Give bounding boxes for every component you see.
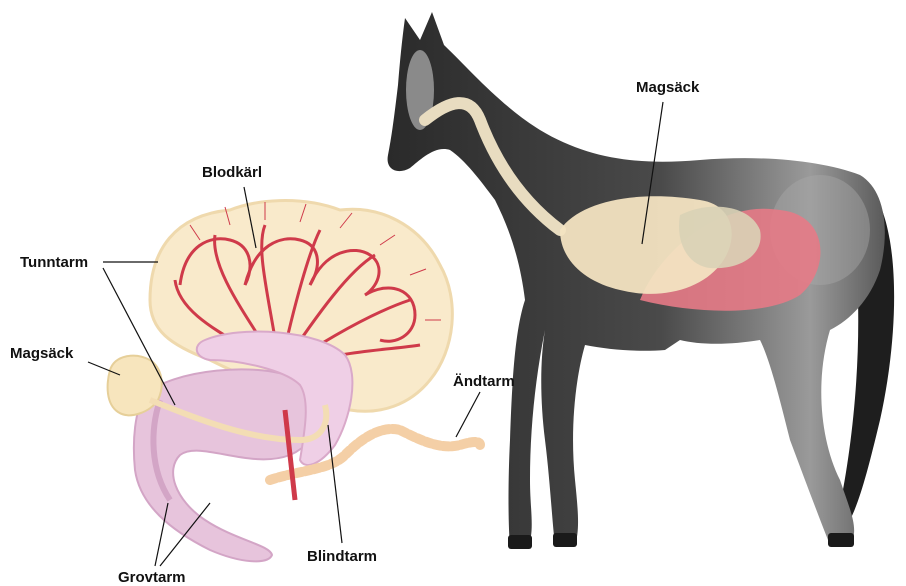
leader-andtarm: [456, 392, 480, 437]
label-blindtarm: Blindtarm: [307, 549, 377, 564]
label-grovtarm: Grovtarm: [118, 570, 186, 585]
label-magsack-horse: Magsäck: [636, 80, 699, 95]
label-andtarm: Ändtarm: [453, 374, 515, 389]
intestine-diagram: [108, 201, 480, 562]
label-magsack-diagram: Magsäck: [10, 346, 73, 361]
label-tunntarm: Tunntarm: [20, 255, 88, 270]
hoof-front-left: [508, 535, 532, 549]
label-blodkarl: Blodkärl: [202, 165, 262, 180]
hoof-rear-left: [828, 533, 854, 547]
hoof-front-right: [553, 533, 577, 547]
